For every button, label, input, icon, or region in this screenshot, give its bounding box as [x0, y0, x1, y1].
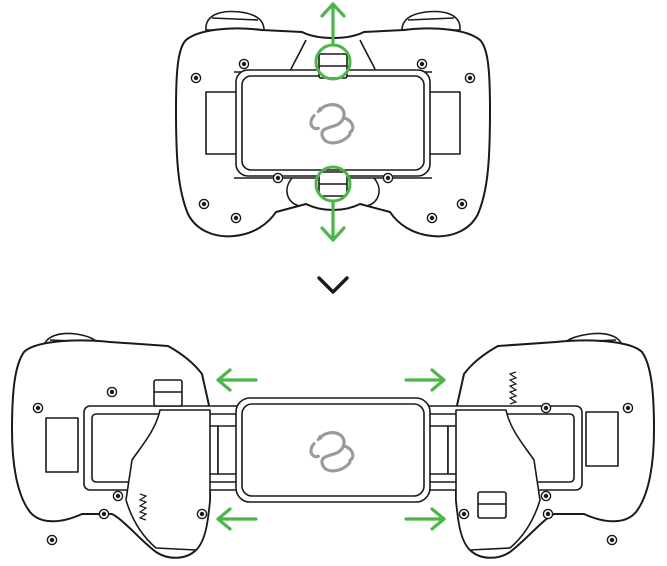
arrow-left-icon: [216, 368, 258, 392]
screw-icon: [426, 212, 438, 224]
screw-icon: [230, 212, 242, 224]
arrow-down-icon: [320, 199, 346, 242]
screw-icon: [46, 534, 58, 546]
phone-cradle-extended: [235, 397, 431, 503]
top-latch: [153, 379, 183, 407]
screw-icon: [542, 508, 554, 520]
screw-icon: [456, 198, 468, 210]
right-grip-panel: [585, 411, 619, 467]
arrow-right-icon: [404, 368, 446, 392]
phone-cradle-retracted: [235, 69, 431, 177]
arrow-right-icon: [404, 507, 446, 531]
screw-icon: [458, 508, 470, 520]
arrow-up-icon: [320, 2, 346, 47]
screw-icon: [112, 490, 124, 502]
screw-icon: [190, 72, 202, 84]
extended-controller: [11, 332, 655, 559]
chevron-down-icon: [317, 276, 349, 294]
retracted-controller: [175, 2, 491, 242]
screw-icon: [622, 402, 634, 414]
left-shoulder-bumper: [205, 10, 265, 31]
screw-icon: [106, 386, 118, 398]
screw-icon: [416, 58, 428, 70]
left-grip-panel: [45, 417, 79, 473]
screw-icon: [540, 402, 552, 414]
arrow-left-icon: [216, 507, 258, 531]
screw-icon: [272, 172, 284, 184]
right-shoulder-bumper: [401, 10, 461, 31]
screw-icon: [32, 402, 44, 414]
screw-icon: [196, 508, 208, 520]
screw-icon: [382, 172, 394, 184]
screw-icon: [606, 534, 618, 546]
screw-icon: [540, 490, 552, 502]
screw-icon: [238, 58, 250, 70]
screw-icon: [464, 72, 476, 84]
screw-icon: [98, 508, 110, 520]
bottom-latch: [477, 491, 507, 519]
screw-icon: [198, 198, 210, 210]
